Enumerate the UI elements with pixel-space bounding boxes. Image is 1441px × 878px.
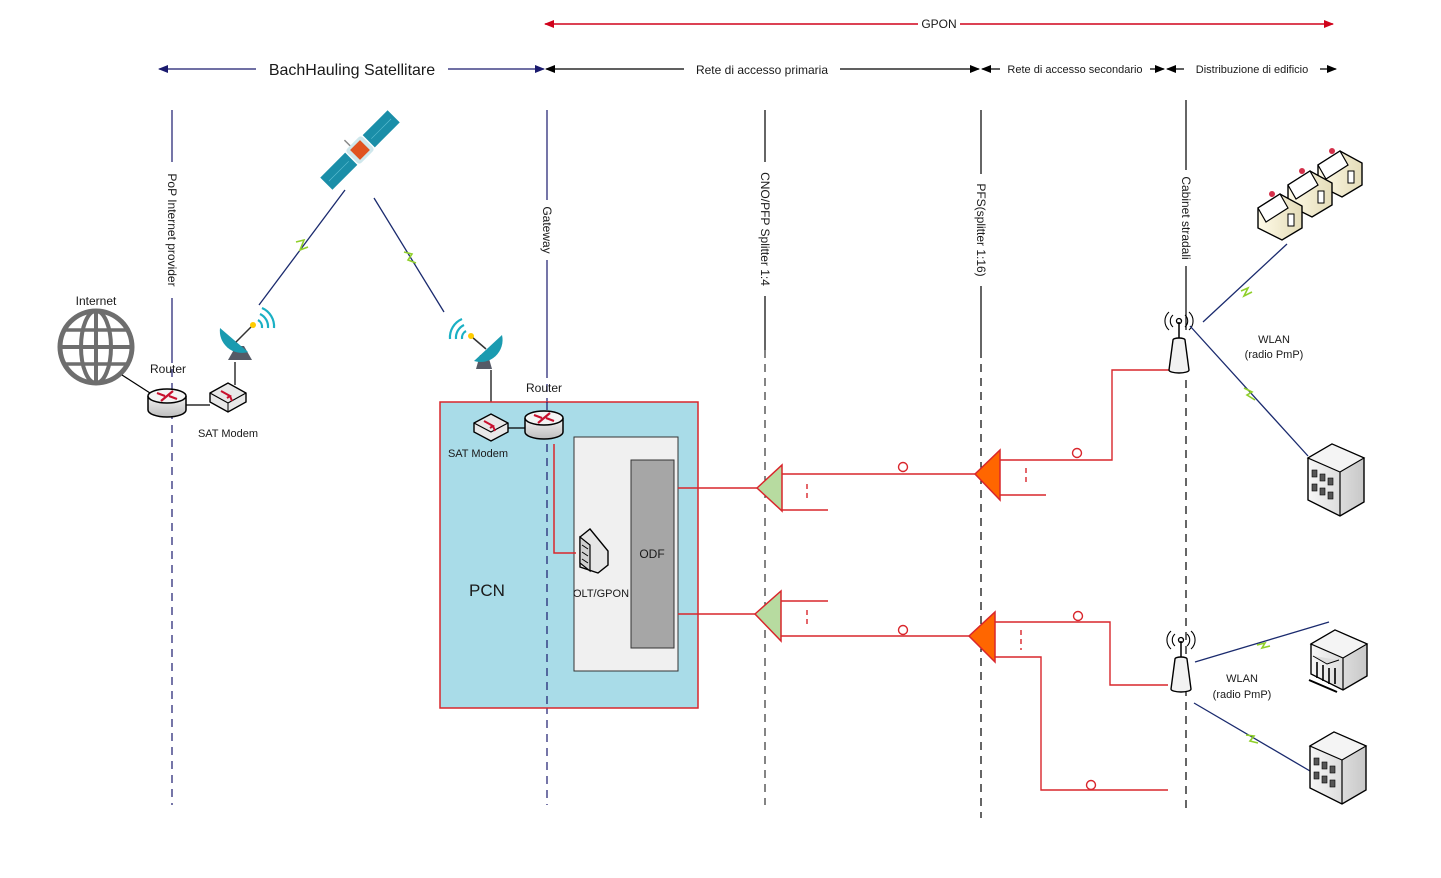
secondary-access-span: Rete di accesso secondario <box>981 61 1165 77</box>
wlan-top-label: WLAN <box>1258 334 1290 346</box>
sat-dish-left-icon <box>219 306 276 360</box>
internet-globe-icon <box>57 308 135 386</box>
lane-cabinet-label: Cabinet stradali <box>1179 176 1193 259</box>
wlan-antenna-top-icon <box>1164 311 1194 374</box>
sat-dish-gateway-icon <box>448 317 503 369</box>
odf-panel: ODF <box>630 459 675 649</box>
lane-pfs-label: PFS(splitter 1:16) <box>974 183 988 276</box>
sat-modem-left-label: SAT Modem <box>198 428 258 440</box>
primary-splitter-top <box>755 463 783 513</box>
gpon-span: GPON <box>544 17 1334 31</box>
wlan-bottom-label: WLAN <box>1226 673 1258 685</box>
lane-cno: CNO/PFP Splitter 1:4 <box>756 110 774 805</box>
connector-circle <box>1085 779 1097 791</box>
wireless-links <box>1189 243 1330 772</box>
fiber-router-olt <box>553 444 576 554</box>
sat-modem-left-icon <box>209 382 247 413</box>
gpon-label: GPON <box>921 17 956 31</box>
router-left-icon <box>147 388 187 418</box>
pcn-label: PCN <box>469 581 505 600</box>
building-distribution-span: Distribuzione di edificio <box>1166 61 1337 77</box>
router-gateway-icon <box>524 410 564 440</box>
link-internet-router <box>121 374 151 394</box>
olt-gpon-label: OLT/GPON <box>573 588 629 600</box>
lane-pop-label: PoP Internet provider <box>165 173 179 286</box>
wireless-link-office-bottom <box>1193 702 1311 772</box>
lane-cabinet: Cabinet stradali <box>1177 100 1195 808</box>
office-building-bottom-icon <box>1308 731 1368 805</box>
connector-circle <box>897 624 909 636</box>
lane-pfs: PFS(splitter 1:16) <box>972 110 990 818</box>
secondary-splitter-top <box>973 448 1001 502</box>
building-distribution-label: Distribuzione di edificio <box>1196 64 1309 76</box>
wlan-antenna-bottom-icon <box>1166 630 1196 693</box>
wlan-bottom-sublabel: (radio PmP) <box>1213 689 1272 701</box>
fiber-connectors <box>897 447 1097 791</box>
office-building-top-icon <box>1306 443 1366 517</box>
lane-gateway-label: Gateway <box>540 206 554 253</box>
connector-circle <box>1071 447 1083 459</box>
odf-label: ODF <box>639 547 664 561</box>
wlan-top-sublabel: (radio PmP) <box>1245 349 1304 361</box>
sat-uplink-left <box>258 189 346 306</box>
sat-modem-gateway-label: SAT Modem <box>448 448 508 460</box>
primary-access-span: Rete di accesso primaria <box>545 61 980 77</box>
sat-modem-gateway-icon <box>473 413 509 442</box>
bank-building-icon <box>1308 629 1369 693</box>
router-gateway-label: Router <box>526 381 562 395</box>
houses-icon <box>1257 148 1363 241</box>
primary-access-label: Rete di accesso primaria <box>696 63 828 77</box>
sat-downlink-gateway <box>373 197 445 313</box>
primary-splitter-bottom <box>753 589 782 643</box>
secondary-access-label: Rete di accesso secondario <box>1007 64 1142 76</box>
satellite-icon <box>319 109 401 191</box>
connector-circle <box>897 461 909 473</box>
router-left-label: Router <box>150 362 186 376</box>
secondary-splitter-bottom <box>967 610 996 664</box>
connector-circle <box>1072 610 1084 622</box>
wireless-link-bank <box>1194 621 1330 663</box>
olt-gpon-icon <box>579 528 609 574</box>
backhaul-label: BachHauling Satellitare <box>269 62 435 79</box>
backhaul-span: BachHauling Satellitare <box>158 59 545 79</box>
fiber-network <box>678 369 1170 791</box>
lane-cno-label: CNO/PFP Splitter 1:4 <box>758 172 772 286</box>
lane-pop: PoP Internet provider <box>162 110 182 805</box>
wireless-link-houses <box>1202 243 1288 323</box>
internet-label: Internet <box>76 294 117 308</box>
